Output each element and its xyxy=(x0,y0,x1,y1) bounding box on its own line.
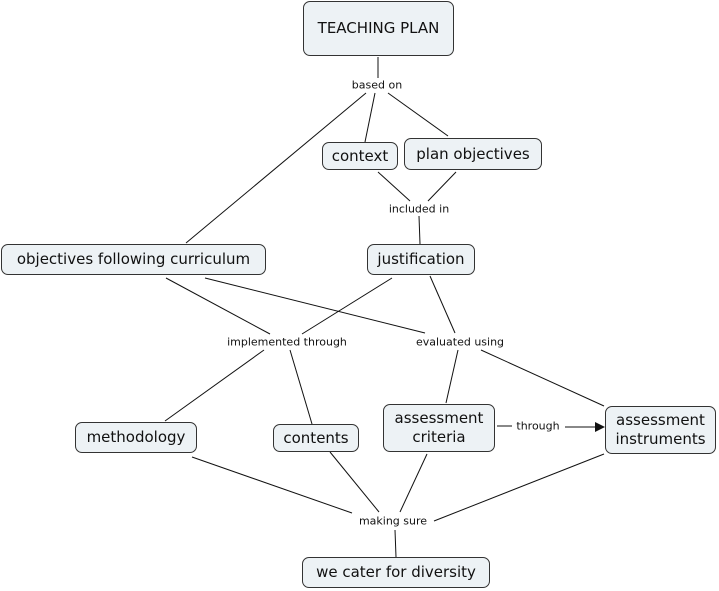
link-based-on[interactable]: based on xyxy=(349,78,405,92)
link-included-in[interactable]: included in xyxy=(386,202,452,216)
edge-objectives-evaluated xyxy=(204,277,426,334)
edge-objectives-implemented xyxy=(165,277,271,335)
edge-criteria-makingsure xyxy=(399,453,428,513)
edge-contents-makingsure xyxy=(329,451,380,513)
concept-assessment-instruments[interactable]: assessment instruments xyxy=(605,406,716,454)
edge-makingsure-diversity xyxy=(394,529,397,558)
edge-justification-evaluated xyxy=(429,275,456,334)
concept-contents[interactable]: contents xyxy=(273,424,359,452)
link-through[interactable]: through xyxy=(514,419,562,433)
edge-implemented-methodology xyxy=(164,349,265,422)
concept-teaching-plan[interactable]: TEACHING PLAN xyxy=(303,1,454,56)
edge-basedon-planobjectives xyxy=(387,92,449,137)
edge-implemented-contents xyxy=(289,349,313,425)
link-implemented-through[interactable]: implemented through xyxy=(225,335,349,349)
edge-basedon-objectives xyxy=(185,92,367,244)
edge-instruments-makingsure xyxy=(433,453,605,522)
concept-plan-objectives[interactable]: plan objectives xyxy=(404,138,542,170)
concept-methodology[interactable]: methodology xyxy=(75,422,197,453)
edge-evaluated-instruments xyxy=(480,349,605,407)
concept-justification[interactable]: justification xyxy=(367,244,475,275)
edge-includedin-justification xyxy=(418,215,421,245)
concept-context[interactable]: context xyxy=(322,142,398,170)
edge-planobjectives-includedin xyxy=(427,171,457,202)
edge-methodology-makingsure xyxy=(191,456,353,514)
concept-assessment-criteria[interactable]: assessment criteria xyxy=(383,404,495,452)
concept-objectives-following-curriculum[interactable]: objectives following curriculum xyxy=(1,244,266,275)
edge-evaluated-criteria xyxy=(445,349,459,404)
link-evaluated-using[interactable]: evaluated using xyxy=(413,335,507,349)
link-making-sure[interactable]: making sure xyxy=(356,514,430,528)
edge-basedon-context xyxy=(364,92,376,143)
edge-justification-implemented xyxy=(301,277,393,335)
edge-context-includedin xyxy=(377,171,411,202)
concept-we-cater-for-diversity[interactable]: we cater for diversity xyxy=(302,557,490,588)
